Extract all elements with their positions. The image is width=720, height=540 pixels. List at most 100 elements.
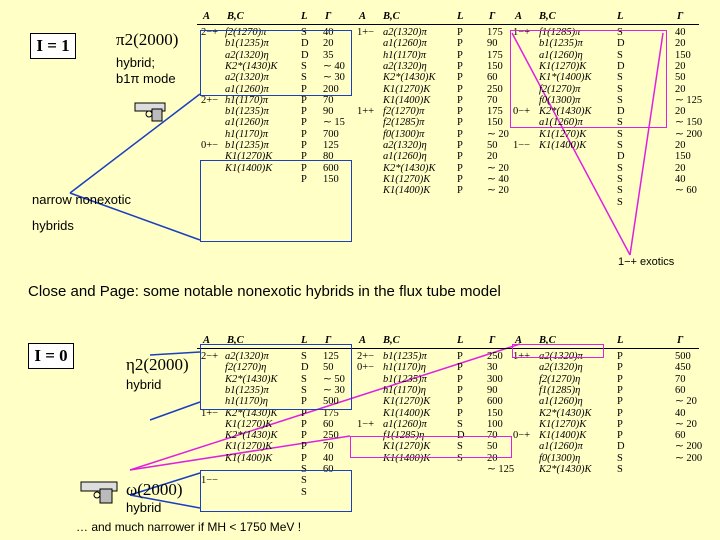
table-cell: S: [301, 373, 307, 385]
table-cell: 20: [675, 83, 686, 95]
table-cell: a2(1320)π: [383, 27, 427, 38]
table-cell: P: [301, 418, 307, 430]
table-cell: P: [301, 106, 307, 118]
table-cell: K1(1270)K: [383, 173, 431, 185]
table-cell: 20: [675, 106, 686, 118]
highlight-exotic: [510, 30, 667, 128]
highlight-narrow-top: [200, 30, 352, 96]
table-cell: K1(1400)K: [383, 452, 431, 464]
table-cell: K1*(1400)K: [539, 72, 592, 84]
col-header: L: [617, 11, 624, 22]
table-cell: K1(1400)K: [383, 185, 431, 197]
table-cell: S: [301, 72, 307, 84]
table-cell: P: [617, 362, 623, 374]
table-cell: P: [301, 94, 307, 106]
table-cell: 1++: [513, 351, 531, 362]
table-cell: P: [301, 128, 307, 140]
table-cell: 1+−: [357, 27, 375, 38]
table-cell: 20: [487, 151, 498, 163]
table-cell: 125: [323, 140, 339, 151]
table-cell: 90: [487, 38, 498, 50]
state1-name: η2(2000): [126, 355, 189, 374]
table-cell: S: [457, 418, 463, 430]
table-cell: 600: [487, 396, 503, 408]
table-cell: b1(1235)π: [225, 106, 269, 118]
table-cell: a1(1260)η: [539, 396, 583, 408]
table-cell: 40: [675, 173, 686, 185]
footnote: … and much narrower if MH < 1750 MeV !: [76, 520, 302, 534]
table-cell: h1(1170)π: [225, 128, 268, 140]
table-cell: ∼ 30: [323, 72, 345, 84]
col-header: A: [203, 11, 211, 22]
table-cell: S: [301, 351, 307, 362]
table-cell: a2(1320)η: [383, 140, 427, 151]
table-cell: 20: [323, 38, 334, 50]
table-cell: S: [301, 384, 307, 396]
table-cell: 150: [675, 49, 691, 61]
table-cell: K1(1400)K: [383, 94, 431, 106]
table-cell: ∼ 125: [487, 464, 515, 475]
table-cell: b1(1235)π: [539, 38, 583, 50]
table-cell: P: [301, 407, 307, 419]
table-cell: 60: [487, 72, 498, 84]
table-cell: ∼ 20: [487, 128, 509, 140]
table-cell: 0−+: [513, 430, 531, 442]
table-cell: S: [617, 49, 623, 61]
table-cell: f1(1285)π: [539, 27, 581, 38]
table-cell: 70: [487, 430, 498, 442]
table-cell: K1(1270)K: [225, 418, 273, 430]
col-header: B,C: [383, 335, 400, 346]
table-cell: a1(1260)π: [383, 38, 427, 50]
table-cell: 60: [675, 384, 686, 396]
table-cell: a2(1320)η: [539, 362, 583, 374]
table-cell: ∼ 20: [487, 185, 509, 197]
col-header: Γ: [677, 335, 684, 346]
table-cell: ∼ 15: [323, 117, 345, 129]
table-cell: S: [457, 452, 463, 464]
table-cell: a1(1260)π: [225, 83, 269, 95]
table-cell: P: [457, 362, 463, 374]
table-cell: 2+−: [201, 94, 219, 106]
table-cell: S: [617, 185, 623, 197]
table-cell: f0(1300)π: [539, 94, 581, 106]
table-cell: 450: [675, 362, 691, 374]
table-cell: ∼ 30: [323, 384, 345, 396]
table-cell: ∼ 60: [675, 185, 697, 197]
table-cell: S: [617, 27, 623, 38]
table-cell: b1(1235)π: [383, 351, 427, 362]
table-cell: ∼ 20: [487, 162, 509, 174]
table-cell: P: [457, 396, 463, 408]
table-cell: ∼ 20: [675, 396, 697, 408]
col-header: A: [515, 335, 523, 346]
table-cell: P: [301, 162, 307, 174]
col-header: Γ: [489, 11, 496, 22]
state1-desc: hybrid: [126, 377, 162, 392]
col-header: Γ: [677, 11, 684, 22]
table-cell: K1(1400)K: [539, 430, 587, 442]
table-cell: K2*(1430)K: [225, 60, 278, 72]
table-cell: P: [457, 351, 463, 362]
table-cell: 60: [323, 418, 334, 430]
col-header: Γ: [325, 11, 332, 22]
table-cell: 100: [487, 418, 503, 430]
table-cell: P: [301, 430, 307, 442]
table-cell: 250: [323, 430, 339, 442]
table-cell: 90: [487, 384, 498, 396]
table-cell: S: [301, 475, 307, 487]
table-cell: h1(1170)η: [383, 384, 426, 396]
table-cell: 50: [323, 362, 334, 374]
table-cell: D: [617, 441, 625, 453]
table-cell: 70: [323, 441, 334, 453]
table-cell: f1(1285)η: [539, 384, 581, 396]
table-cell: b1(1235)π: [225, 140, 269, 151]
table-cell: 500: [675, 351, 691, 362]
table-cell: S: [617, 196, 623, 208]
table-cell: 70: [487, 94, 498, 106]
table-cell: b1(1235)π: [225, 384, 269, 396]
table-cell: 500: [323, 396, 339, 408]
table-cell: P: [617, 373, 623, 385]
table-cell: D: [617, 38, 625, 50]
table-cell: K2*(1430)K: [383, 72, 436, 84]
table-cell: ∼ 20: [675, 418, 697, 430]
table-cell: 1+−: [201, 407, 219, 419]
